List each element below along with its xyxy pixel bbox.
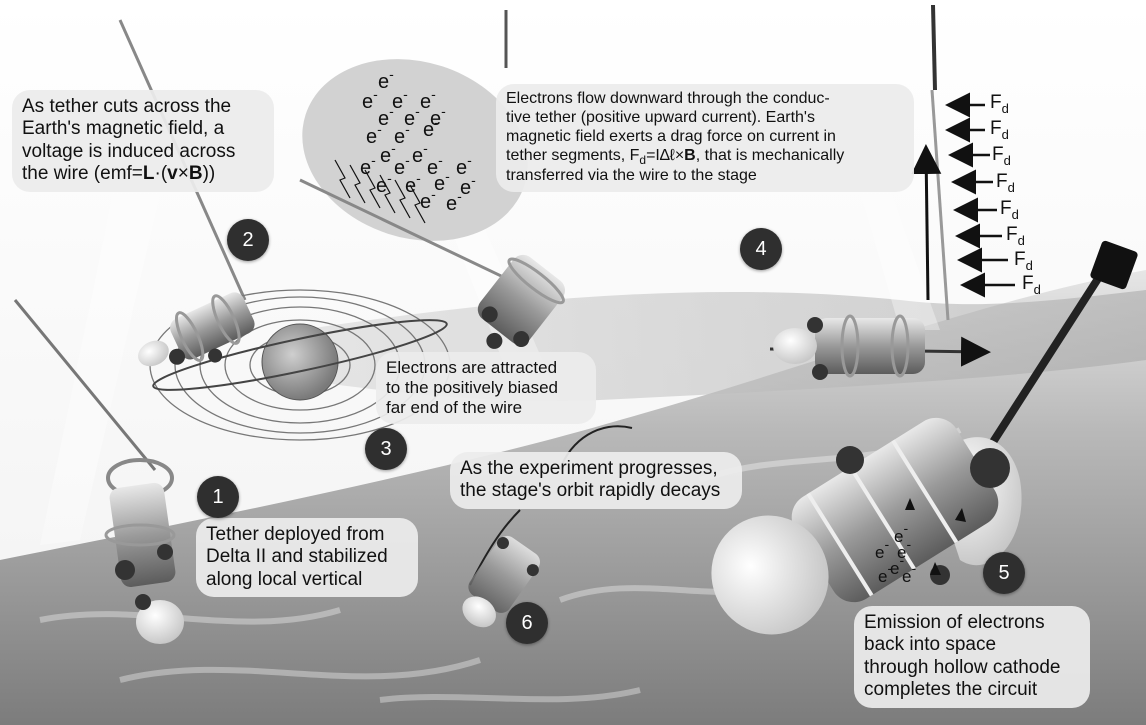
callout-drag-force: Electrons flow downward through the cond… [496, 84, 914, 192]
step-badge-5: 5 [983, 552, 1025, 594]
electron-label: e- [420, 186, 436, 214]
callout-line: Electrons flow downward through the cond… [506, 90, 904, 109]
callout-line: the wire (emf=L·(v×B)) [22, 163, 264, 185]
callout-line: Tether deployed from [206, 524, 408, 546]
drag-force-label: Fd [1000, 198, 1019, 222]
callout-line: tive tether (positive upward current). E… [506, 109, 904, 128]
electron-label: e- [394, 121, 410, 149]
electron-label: e- [875, 536, 889, 563]
callout-line: to the positively biased [386, 378, 586, 398]
electron-label: e- [405, 170, 421, 198]
callout-line: Emission of electrons [864, 612, 1080, 634]
electron-label: e- [460, 172, 476, 200]
electron-label: e- [376, 170, 392, 198]
electron-label: e- [362, 86, 378, 114]
callout-electron-emission: Emission of electrons back into space th… [854, 606, 1090, 708]
drag-force-label: Fd [1006, 224, 1025, 248]
step-badge-3: 3 [365, 428, 407, 470]
step-badge-1: 1 [197, 476, 239, 518]
callout-line: magnetic field exerts a drag force on cu… [506, 128, 904, 147]
callout-line: As tether cuts across the [22, 96, 264, 118]
callout-line: Earth's magnetic field, a [22, 118, 264, 140]
callout-line: voltage is induced across [22, 141, 264, 163]
callout-line: Delta II and stabilized [206, 546, 408, 568]
callout-line: tether segments, Fd=I∆ℓ×B, that is mecha… [506, 147, 904, 167]
callout-line: completes the circuit [864, 679, 1080, 701]
tether-stage4-top [933, 5, 935, 90]
callout-line: along local vertical [206, 569, 408, 591]
drag-force-label: Fd [996, 171, 1015, 195]
electron-label: e- [412, 140, 428, 168]
drag-force-label: Fd [992, 144, 1011, 168]
callout-induced-voltage: As tether cuts across the Earth's magnet… [12, 90, 274, 192]
drag-force-label: Fd [990, 92, 1009, 116]
callout-line: As the experiment progresses, [460, 458, 732, 480]
callout-orbit-decay: As the experiment progresses, the stage'… [450, 452, 742, 509]
electron-label: e- [878, 560, 892, 587]
current-arrow-up [926, 150, 928, 300]
callout-line: transferred via the wire to the stage [506, 167, 904, 186]
callout-tether-deployed: Tether deployed from Delta II and stabil… [196, 518, 418, 597]
callout-electrons-attracted: Electrons are attracted to the positivel… [376, 352, 596, 424]
step-badge-2: 2 [227, 219, 269, 261]
callout-line: the stage's orbit rapidly decays [460, 480, 732, 502]
drag-force-label: Fd [990, 118, 1009, 142]
callout-line: far end of the wire [386, 398, 586, 418]
callout-line: Electrons are attracted [386, 358, 586, 378]
electron-label: e- [902, 560, 916, 587]
electron-label: e- [423, 114, 439, 142]
earth-globe-icon [262, 324, 338, 400]
callout-line: back into space [864, 634, 1080, 656]
electron-label: e- [446, 188, 462, 216]
drag-force-label: Fd [1022, 273, 1041, 297]
drag-force-label: Fd [1014, 249, 1033, 273]
electron-label: e- [360, 152, 376, 180]
step-badge-6: 6 [506, 602, 548, 644]
step-badge-4: 4 [740, 228, 782, 270]
callout-line: through hollow cathode [864, 657, 1080, 679]
